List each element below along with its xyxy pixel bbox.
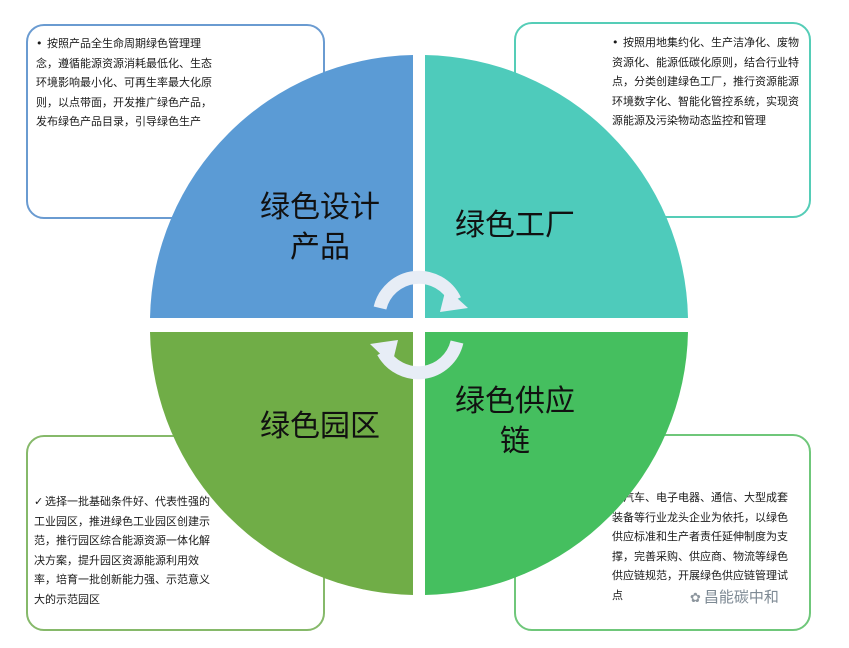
checkmark-icon: ✓ — [34, 495, 44, 508]
quadrant-title-green-factory: 绿色工厂 — [455, 208, 575, 243]
quadrant-green-park — [150, 332, 413, 595]
green-design-description: •按照产品全生命周期绿色管理理念，遵循能源资源消耗最低化、生态环境影响最小化、可… — [36, 34, 216, 154]
quadrant-green-supply-chain — [425, 332, 688, 595]
green-park-description: ✓选择一批基础条件好、代表性强的工业园区，推进绿色工业园区创建示范，推行园区综合… — [34, 492, 212, 627]
quadrant-title-green-supply-chain: 绿色供应 链 — [455, 384, 575, 459]
bullet-icon: • — [612, 36, 619, 49]
wechat-icon: ✿ — [690, 591, 701, 606]
watermark: ✿昌能碳中和 — [690, 588, 779, 606]
quadrant-green-design — [150, 55, 413, 318]
green-supply-chain-description: 以汽车、电子电器、通信、大型成套装备等行业龙头企业为依托，以绿色供应标准和生产者… — [612, 491, 788, 602]
quadrant-title-green-park: 绿色园区 — [260, 409, 380, 444]
green-factory-description: •按照用地集约化、生产洁净化、废物资源化、能源低碳化原则，结合行业特点，分类创建… — [612, 33, 800, 168]
quadrant-title-green-design: 绿色设计 产品 — [260, 190, 380, 265]
cycle-arrows-icon — [370, 270, 468, 380]
bullet-icon: • — [36, 37, 43, 50]
quadrant-green-factory — [425, 55, 688, 318]
